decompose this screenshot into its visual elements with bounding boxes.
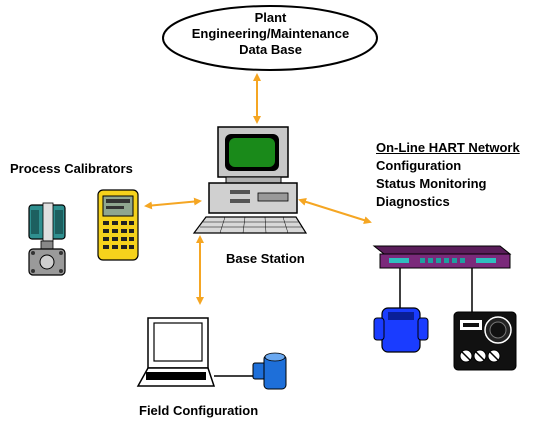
- field-configuration-label: Field Configuration: [139, 403, 259, 418]
- arrow-base-network: [298, 197, 372, 225]
- laptop-icon: [136, 317, 254, 387]
- online-hart-network-panel: On-Line HART Network Configuration Statu…: [376, 139, 520, 211]
- blue-device-icon: [373, 307, 429, 353]
- network-hub-icon: [372, 245, 512, 312]
- arrow-calibrators-base: [144, 197, 202, 210]
- base-station-label: Base Station: [226, 251, 305, 266]
- network-item-configuration: Configuration: [376, 158, 462, 173]
- database-label-line-3: Data Base: [239, 42, 302, 57]
- field-device-icon: [252, 352, 287, 390]
- database-label: Plant Engineering/Maintenance Data Base: [163, 10, 378, 58]
- base-station-computer-icon: [192, 126, 308, 234]
- network-item-status-monitoring: Status Monitoring: [376, 176, 487, 191]
- process-calibrator-icon: [97, 189, 139, 261]
- database-ellipse: [162, 5, 378, 71]
- database-label-line-1: Plant: [254, 10, 287, 25]
- connector-arrows: [144, 73, 372, 305]
- process-calibrators-label: Process Calibrators: [10, 161, 133, 176]
- controller-device-icon: [453, 311, 517, 371]
- network-heading: On-Line HART Network: [376, 140, 520, 155]
- database-label-line-2: Engineering/Maintenance: [191, 26, 350, 41]
- network-item-diagnostics: Diagnostics: [376, 194, 450, 209]
- pressure-transmitter-icon: [28, 202, 66, 276]
